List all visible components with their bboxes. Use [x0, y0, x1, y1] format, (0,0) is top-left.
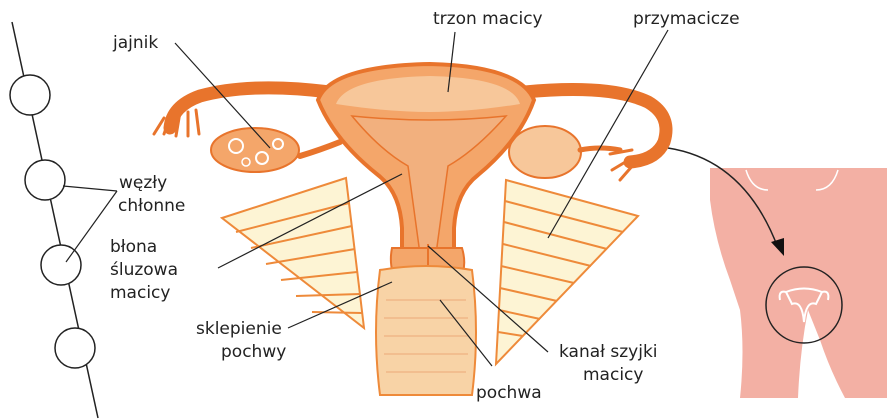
label-blona-line1: błona — [110, 237, 157, 257]
label-kanal-line1: kanał szyjki — [559, 342, 658, 362]
label-kanal-line2: macicy — [583, 365, 643, 385]
ovary-left — [211, 128, 299, 172]
ovary-right — [509, 126, 581, 178]
label-jajnik: jajnik — [112, 33, 158, 53]
lymphatic-chain — [10, 22, 98, 418]
label-wezly-line2: chłonne — [118, 196, 185, 216]
label-wezly-line1: węzły — [119, 173, 167, 193]
lymph-node-3 — [41, 245, 81, 285]
lymph-node-4 — [55, 328, 95, 368]
label-blona-line3: macicy — [110, 283, 170, 303]
lymph-node-2 — [25, 160, 65, 200]
vagina — [376, 266, 476, 395]
label-sklepienie-line1: sklepienie — [196, 319, 282, 339]
label-sklepienie-line2: pochwy — [221, 342, 286, 362]
label-przymacicze: przymacicze — [633, 9, 740, 29]
label-trzon-macicy: trzon macicy — [433, 9, 543, 29]
lymph-node-1 — [10, 75, 50, 115]
parametrium-left — [222, 178, 364, 328]
label-pochwa: pochwa — [476, 383, 542, 403]
body-silhouette — [710, 168, 887, 398]
endometrium — [352, 116, 506, 254]
fallopian-tube-left — [170, 88, 330, 128]
label-blona-line2: śluzowa — [110, 260, 178, 280]
leader-wezly-1 — [63, 186, 117, 191]
parametrium-right — [496, 180, 638, 364]
